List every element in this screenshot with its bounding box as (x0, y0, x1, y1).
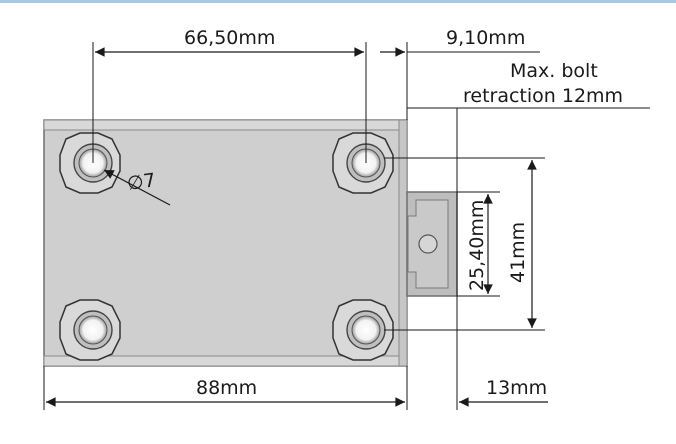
nut-top-right (332, 132, 394, 194)
nut-bottom-left (59, 299, 121, 361)
nut-top-left (59, 132, 121, 194)
dim-label-bolt-width: 25,40mm (466, 200, 488, 291)
nut-bottom-right (332, 299, 394, 361)
dim-line-diameter-leader (103, 169, 171, 206)
dimension-lines (46, 47, 548, 407)
extension-lines (43, 42, 650, 410)
top-accent-rule (0, 0, 676, 3)
dim-label-max-bolt-line2: retraction 12mm (463, 85, 623, 107)
dim-label-bolt-depth: 13mm (486, 377, 547, 399)
dim-label-bolt-offset: 9,10mm (446, 27, 525, 49)
dim-label-hole-spacing: 66,50mm (184, 27, 275, 49)
dim-label-hole-diameter: ∅7 (126, 169, 157, 195)
lock-bolt (406, 191, 458, 297)
dim-label-body-length: 88mm (196, 377, 257, 399)
dim-label-vertical-41: 41mm (507, 222, 529, 283)
dim-label-max-bolt-line1: Max. bolt (510, 60, 598, 82)
